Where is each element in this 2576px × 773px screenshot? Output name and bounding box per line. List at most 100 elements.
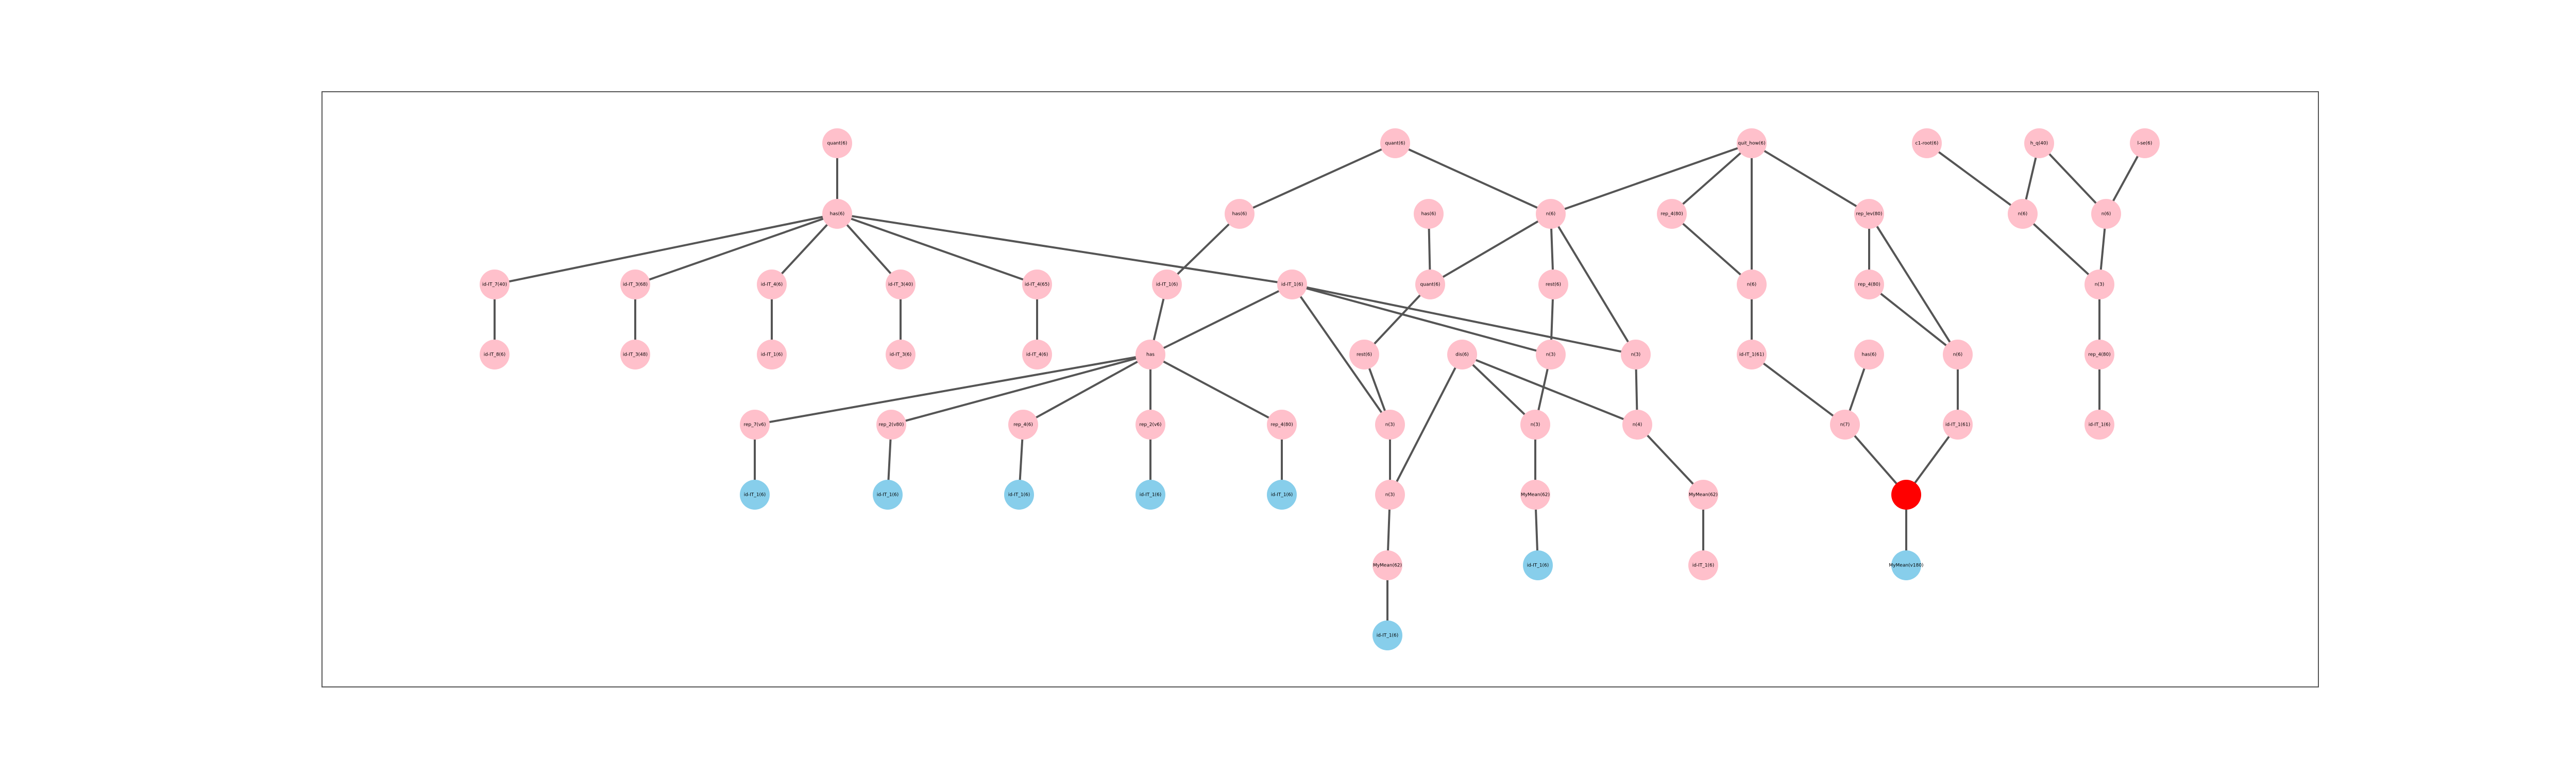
- node-label: id-IT_1(6): [1271, 493, 1293, 498]
- node-circle: [1004, 480, 1034, 510]
- node-circle: [2084, 340, 2114, 369]
- node-circle: [1536, 199, 1566, 229]
- node-label: n(3): [2095, 282, 2104, 288]
- node-label: n(6): [1953, 352, 1962, 358]
- graph-node: id-IT_4(65): [1022, 270, 1052, 299]
- edge-n47-n52: [1751, 142, 1870, 215]
- graph-node: c1-root(6): [1912, 128, 1942, 158]
- edge-layer: [494, 142, 2146, 635]
- node-circle: [1375, 410, 1405, 440]
- graph-node: rep_4(80): [1267, 410, 1297, 440]
- edge-n43-n45: [1636, 424, 1704, 496]
- graph-node: id-IT_1(61): [1943, 410, 1973, 440]
- node-circle: [1523, 550, 1553, 580]
- graph-node: id-IT_1(6): [1372, 620, 1402, 650]
- graph-node: rep_2(v80): [876, 410, 906, 440]
- node-circle: [1854, 199, 1884, 229]
- node-circle: [1657, 199, 1687, 229]
- node-circle: [1891, 480, 1921, 510]
- node-label: l-se(6): [2138, 141, 2153, 146]
- edge-n61-n62: [2038, 142, 2107, 215]
- node-circle: [1267, 480, 1297, 510]
- node-circle: [2008, 199, 2038, 229]
- node-circle: [886, 270, 916, 299]
- node-circle: [1943, 340, 1973, 369]
- node-label: rep_2(v6): [1139, 423, 1161, 428]
- graph-node: rep_4(6): [1008, 410, 1038, 440]
- node-label: id-IT_1(6): [761, 352, 783, 358]
- plot-frame: [321, 91, 2319, 687]
- node-circle: [1022, 270, 1052, 299]
- node-circle: [1688, 550, 1718, 580]
- node-circle: [1688, 480, 1718, 510]
- node-circle: [757, 340, 787, 369]
- node-circle: [757, 270, 787, 299]
- node-label: n(6): [2102, 212, 2111, 217]
- graph-node: MyMean(62): [1688, 480, 1718, 510]
- node-circle: [1854, 270, 1884, 299]
- node-circle: [1737, 128, 1767, 158]
- node-label: id-IT_1(6): [1008, 493, 1030, 498]
- node-label: id-IT_4(6): [761, 282, 783, 288]
- node-label: id-IT_4(6): [1026, 352, 1048, 358]
- node-circle: [1854, 340, 1884, 369]
- node-circle: [1520, 410, 1550, 440]
- node-label: MyMean(v180): [1889, 563, 1923, 568]
- node-circle: [1380, 128, 1410, 158]
- node-circle: [1737, 340, 1767, 369]
- edge-n51-n57: [1844, 424, 1907, 496]
- node-label: n(4): [1633, 423, 1642, 428]
- graph-node: n(6): [1943, 340, 1973, 369]
- node-circle: [1372, 620, 1402, 650]
- node-circle: [1621, 340, 1651, 369]
- node-label: id-IT_7(40): [482, 282, 507, 288]
- node-label: id-IT_1(6): [744, 493, 766, 498]
- edge-n47-n48: [1671, 142, 1753, 215]
- node-label: c1-root(6): [1916, 141, 1939, 146]
- graph-node: rep_lev(80): [1854, 199, 1884, 229]
- graph-node: quant(6): [822, 128, 852, 158]
- node-circle: [1737, 270, 1767, 299]
- graph-node: id-IT_1(6): [873, 480, 903, 510]
- node-circle: [740, 410, 770, 440]
- node-circle: [1520, 480, 1550, 510]
- node-circle: [2091, 199, 2121, 229]
- graph-node: quit_how(6): [1737, 128, 1767, 158]
- node-label: h_q(40): [2030, 141, 2048, 146]
- edge-n16-n17: [754, 354, 1151, 426]
- node-circle: [1136, 410, 1165, 440]
- node-label: rep_lev(80): [1856, 212, 1882, 217]
- node-label: has(6): [830, 212, 845, 217]
- graph-node: rep_7(v6): [740, 410, 770, 440]
- graph-node: n(7): [1830, 410, 1860, 440]
- node-circle: [2024, 128, 2054, 158]
- graph-node: id-IT_1(6): [1004, 480, 1034, 510]
- graph-node: n(3): [1375, 480, 1405, 510]
- node-circle: [1225, 199, 1255, 229]
- node-circle: [822, 128, 852, 158]
- graph-node: n(6): [2091, 199, 2121, 229]
- node-circle: [1891, 550, 1921, 580]
- edge-n37-n30: [1389, 354, 1463, 495]
- graph-node: id-IT_3(48): [620, 340, 650, 369]
- node-circle: [1008, 410, 1038, 440]
- node-label: id-IT_1(61): [1945, 423, 1970, 428]
- node-circle: [1349, 340, 1379, 369]
- edge-n12-n13: [1239, 142, 1396, 215]
- node-circle: [822, 199, 852, 229]
- edge-n1-n3: [635, 213, 838, 285]
- edge-n37-n43: [1462, 354, 1638, 426]
- edge-n1-n5: [836, 213, 902, 285]
- node-circle: [876, 410, 906, 440]
- node-label: id-IT_1(6): [1692, 563, 1715, 568]
- node-label: id-IT_1(6): [1377, 633, 1399, 638]
- node-label: quant(6): [1420, 282, 1440, 288]
- edge-n1-n2: [494, 213, 838, 285]
- node-label: n(3): [1531, 423, 1540, 428]
- graph-node: rest(6): [1349, 340, 1379, 369]
- graph-node: n(3): [1621, 340, 1651, 369]
- graph-node: l-se(6): [2130, 128, 2160, 158]
- edge-n16-n18: [891, 354, 1151, 426]
- edge-n16-n19: [1023, 354, 1151, 426]
- node-label: has: [1146, 352, 1155, 358]
